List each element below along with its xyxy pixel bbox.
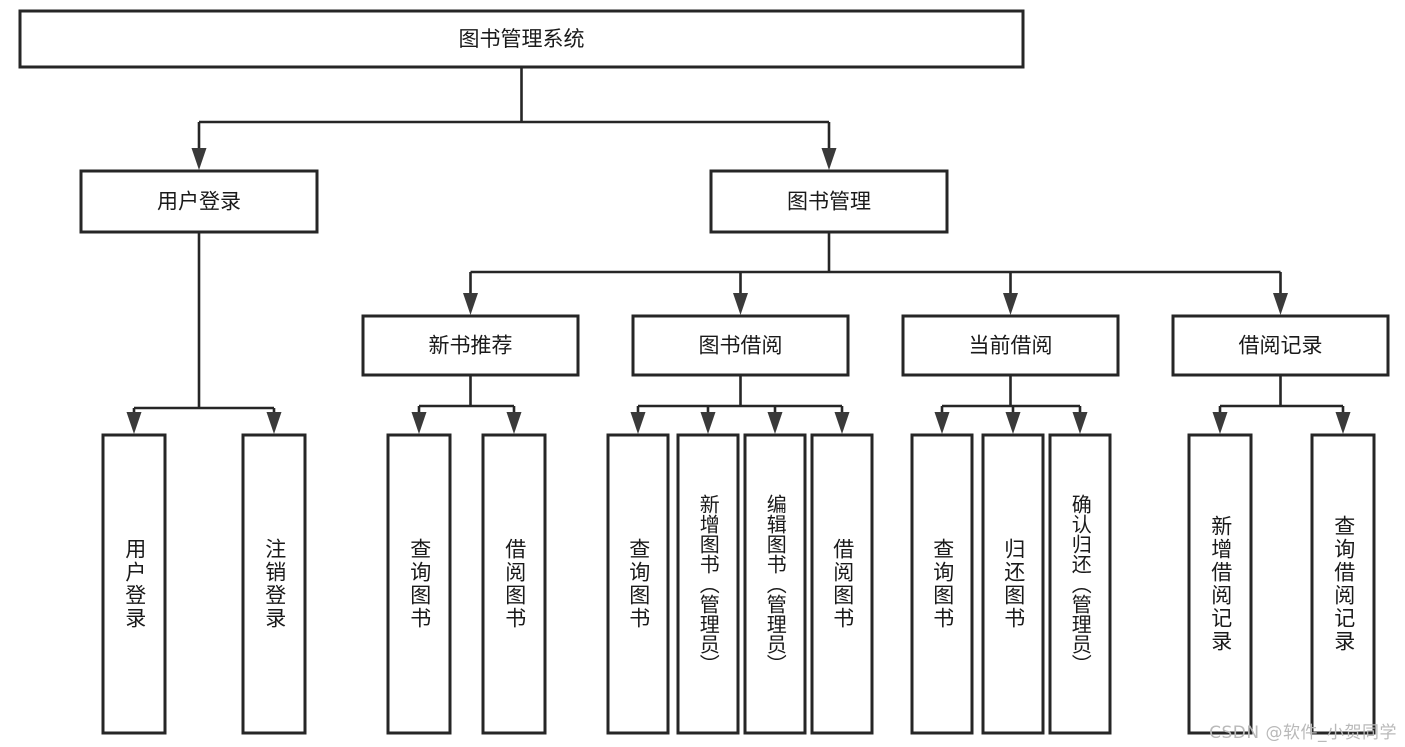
node-leaf-confirm-return[interactable] — [1048, 433, 1112, 735]
borrow-record-to-leaves-arrow-0 — [1212, 412, 1228, 434]
book-borrow-to-leaves-arrow-3 — [834, 412, 850, 434]
node-leaf-query-book-bb[interactable] — [606, 433, 670, 735]
node-current-borrow[interactable] — [901, 314, 1120, 377]
node-user-login-box[interactable] — [79, 169, 319, 234]
borrow-record-to-leaves-arrow-1 — [1335, 412, 1351, 434]
node-new-book-recommend-box[interactable] — [361, 314, 580, 377]
node-leaf-query-record[interactable] — [1310, 433, 1376, 735]
node-book-borrow[interactable] — [631, 314, 850, 377]
watermark-text: CSDN @软件_小贺同学 — [1209, 723, 1397, 743]
node-user-login[interactable] — [79, 169, 319, 234]
node-borrow-record-box[interactable] — [1171, 314, 1390, 377]
node-leaf-borrow-book-nbr-box[interactable] — [481, 433, 547, 735]
node-leaf-edit-book[interactable] — [743, 433, 807, 735]
node-new-book-recommend[interactable] — [361, 314, 580, 377]
book-borrow-to-leaves-arrow-0 — [630, 412, 646, 434]
node-current-borrow-label: 当前借阅 — [969, 334, 1053, 358]
book-manage-to-level2-arrow-2 — [1003, 293, 1018, 315]
book-manage-to-level2-arrow-3 — [1273, 293, 1288, 315]
node-book-manage-label: 图书管理 — [787, 190, 871, 214]
node-leaf-user-logout[interactable] — [241, 433, 307, 735]
node-leaf-query-book-bb-box[interactable] — [606, 433, 670, 735]
node-book-manage[interactable] — [709, 169, 949, 234]
new-book-recommend-to-leaves-arrow-1 — [506, 412, 522, 434]
node-leaf-borrow-book-bb-box[interactable] — [810, 433, 874, 735]
node-leaf-add-book-box[interactable] — [676, 433, 740, 735]
current-borrow-to-leaves-arrow-0 — [934, 412, 950, 434]
root-to-level1-arrow-0 — [191, 148, 207, 170]
node-leaf-add-book[interactable] — [676, 433, 740, 735]
node-book-borrow-box[interactable] — [631, 314, 850, 377]
node-root-label: 图书管理系统 — [459, 27, 585, 51]
user-login-to-leaves-arrow-0 — [126, 412, 142, 434]
node-leaf-edit-book-box[interactable] — [743, 433, 807, 735]
node-book-borrow-label: 图书借阅 — [699, 334, 783, 358]
current-borrow-to-leaves-arrow-1 — [1005, 412, 1021, 434]
node-book-manage-box[interactable] — [709, 169, 949, 234]
node-leaf-query-book-cb[interactable] — [910, 433, 974, 735]
node-leaf-query-book-cb-box[interactable] — [910, 433, 974, 735]
node-leaf-user-logout-box[interactable] — [241, 433, 307, 735]
edges-layer — [126, 67, 1351, 434]
node-borrow-record[interactable] — [1171, 314, 1390, 377]
node-root-box[interactable] — [18, 9, 1025, 69]
node-leaf-confirm-return-box[interactable] — [1048, 433, 1112, 735]
node-leaf-query-book-nbr-box[interactable] — [386, 433, 452, 735]
node-leaf-user-login-box[interactable] — [101, 433, 167, 735]
new-book-recommend-to-leaves-arrow-0 — [411, 412, 427, 434]
root-to-level1-arrow-1 — [821, 148, 837, 170]
node-leaf-add-record[interactable] — [1187, 433, 1253, 735]
node-leaf-query-book-nbr[interactable] — [386, 433, 452, 735]
user-login-to-leaves-arrow-1 — [266, 412, 282, 434]
node-borrow-record-label: 借阅记录 — [1239, 334, 1323, 358]
node-leaf-return-book-box[interactable] — [981, 433, 1045, 735]
node-leaf-query-record-box[interactable] — [1310, 433, 1376, 735]
node-current-borrow-box[interactable] — [901, 314, 1120, 377]
node-root[interactable] — [18, 9, 1025, 69]
book-borrow-to-leaves-arrow-2 — [767, 412, 783, 434]
node-leaf-return-book[interactable] — [981, 433, 1045, 735]
current-borrow-to-leaves-arrow-2 — [1072, 412, 1088, 434]
node-leaf-user-login[interactable] — [101, 433, 167, 735]
node-leaf-borrow-book-nbr[interactable] — [481, 433, 547, 735]
node-leaf-add-record-box[interactable] — [1187, 433, 1253, 735]
book-borrow-to-leaves-arrow-1 — [700, 412, 716, 434]
node-new-book-recommend-label: 新书推荐 — [429, 334, 513, 358]
node-user-login-label: 用户登录 — [157, 190, 241, 214]
book-manage-to-level2-arrow-1 — [733, 293, 748, 315]
node-leaf-borrow-book-bb[interactable] — [810, 433, 874, 735]
book-manage-to-level2-arrow-0 — [463, 293, 478, 315]
